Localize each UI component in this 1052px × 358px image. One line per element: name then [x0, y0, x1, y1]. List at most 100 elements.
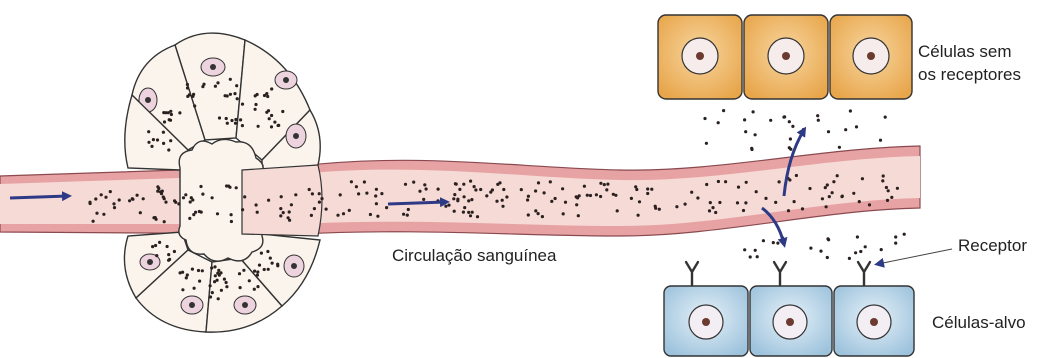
hormone-dot	[167, 253, 170, 256]
hormone-dot	[162, 131, 165, 134]
hormone-dot	[848, 257, 851, 260]
hormone-dot	[375, 188, 378, 191]
hormone-dot	[369, 213, 372, 216]
hormone-dot	[791, 125, 794, 128]
hormone-dot	[474, 188, 477, 191]
hormone-dot	[158, 241, 161, 244]
hormone-dot	[724, 180, 727, 183]
hormone-dot	[562, 212, 565, 215]
hormone-dot	[186, 273, 189, 276]
hormone-dot	[226, 122, 229, 125]
hormone-dot	[754, 249, 757, 252]
hormone-dot	[234, 122, 237, 125]
hormone-dot	[336, 214, 339, 217]
hormone-dot	[266, 95, 269, 98]
hormone-dot	[225, 281, 228, 284]
hormone-dot	[455, 183, 458, 186]
hormone-dot	[750, 148, 753, 151]
hormone-dot	[801, 207, 804, 210]
hormone-dot	[376, 215, 379, 218]
hormone-dot	[256, 211, 259, 214]
hormone-dot	[178, 111, 181, 114]
hormone-dot	[268, 117, 271, 120]
hormone-dot	[236, 97, 239, 100]
receptor-icon	[774, 262, 786, 285]
hormone-dot	[147, 130, 150, 133]
hormone-dot	[838, 146, 841, 149]
hormone-dot	[375, 202, 378, 205]
gland-cell	[242, 165, 322, 236]
hormone-dot	[348, 209, 351, 212]
hormone-dot	[181, 271, 184, 274]
hormone-dot	[258, 264, 261, 267]
hormone-dot	[197, 269, 200, 272]
hormone-dot	[737, 186, 740, 189]
hormone-dot	[722, 109, 725, 112]
hormone-dot	[169, 139, 172, 142]
hormone-dot	[151, 245, 154, 248]
hormone-dot	[357, 192, 360, 195]
hormone-dot	[280, 195, 283, 198]
hormone-dot	[254, 94, 257, 97]
hormone-dot	[527, 213, 530, 216]
hormone-dot	[270, 87, 273, 90]
hormone-dot	[462, 183, 465, 186]
hormone-dot	[586, 194, 589, 197]
hormone-dot	[182, 196, 185, 199]
hormone-dot	[855, 125, 858, 128]
hormone-dot	[705, 142, 708, 145]
hormone-dot	[164, 201, 167, 204]
hormone-dot	[714, 211, 717, 214]
hormone-dot	[113, 206, 116, 209]
hormone-dot	[444, 205, 447, 208]
hormone-dot	[199, 185, 202, 188]
hormone-dot	[894, 235, 897, 238]
hormone-dot	[463, 195, 466, 198]
hormone-dot	[216, 212, 219, 215]
hormone-dot	[270, 114, 273, 117]
hormone-dot	[325, 208, 328, 211]
receptor-leader-line	[878, 249, 952, 264]
hormone-dot	[229, 93, 232, 96]
label-line-1: Células sem	[918, 40, 1021, 63]
hormone-dot	[831, 191, 834, 194]
hormone-dot	[501, 199, 504, 202]
hormone-dot	[193, 287, 196, 290]
hormone-dot	[606, 183, 609, 186]
hormone-dot	[795, 174, 798, 177]
hormone-dot	[166, 245, 169, 248]
hormone-dot	[756, 255, 759, 258]
hormone-dot	[201, 269, 204, 272]
hormone-dot	[95, 212, 98, 215]
hormone-dot	[311, 192, 314, 195]
hormone-dot	[253, 288, 256, 291]
hormone-dot	[267, 199, 270, 202]
receptor-icon	[858, 262, 870, 285]
hormone-dot	[194, 211, 197, 214]
hormone-dot	[485, 194, 488, 197]
hormone-dot	[453, 193, 456, 196]
hormone-dot	[320, 197, 323, 200]
hormone-dot	[744, 201, 747, 204]
hormone-dot	[543, 191, 546, 194]
hormone-dot	[156, 138, 159, 141]
hormone-dot	[743, 118, 746, 121]
hormone-dot	[745, 181, 748, 184]
hormone-dot	[104, 196, 107, 199]
receptor-icon	[686, 262, 698, 285]
hormone-dot	[772, 241, 775, 244]
hormone-dot	[318, 201, 321, 204]
hormone-dot	[288, 219, 291, 222]
hormone-dot	[894, 242, 897, 245]
hormone-dot	[447, 204, 450, 207]
hormone-dot	[136, 194, 139, 197]
hormone-dot	[541, 215, 544, 218]
hormone-dot	[92, 220, 95, 223]
hormone-dot	[184, 193, 187, 196]
hormone-dot	[422, 198, 425, 201]
hormone-dot	[142, 197, 145, 200]
hormone-dot	[616, 209, 619, 212]
hormone-dot	[256, 285, 259, 288]
hormone-dot	[718, 201, 721, 204]
hormone-dot	[885, 186, 888, 189]
